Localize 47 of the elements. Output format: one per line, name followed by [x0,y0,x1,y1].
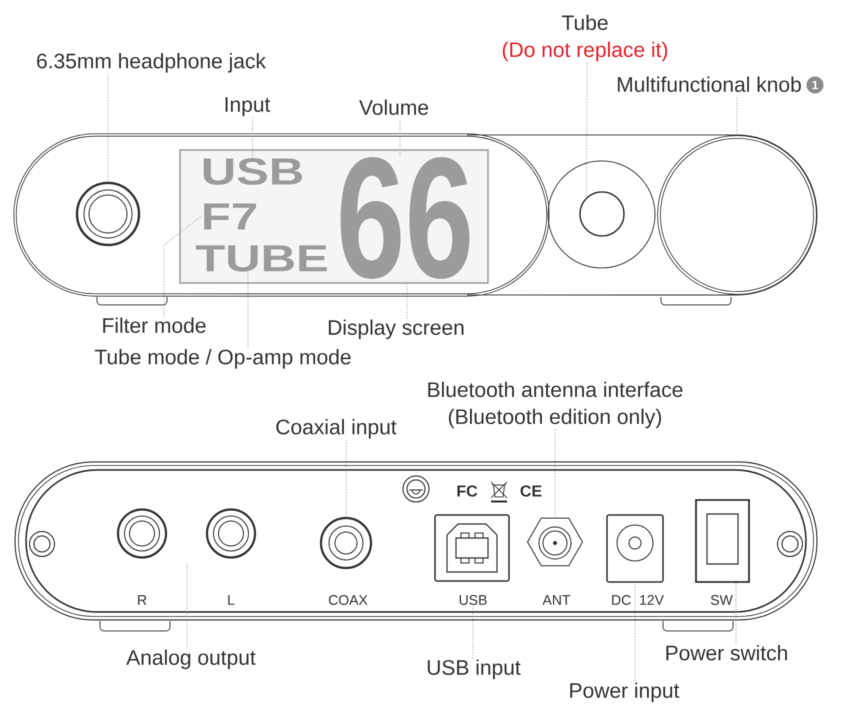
leader-line [736,97,738,137]
port-label: SW [710,595,733,605]
display-text: USB [204,158,302,185]
certification-mark: FC [457,485,478,497]
headphone-jack [76,182,140,246]
callout-text: Power switch [666,645,787,660]
callout-text: Tube mode / Op-amp mode [94,349,351,369]
audio-jack [116,508,168,559]
power-switch [695,499,750,583]
knob [657,135,817,295]
port-label: COAX [328,595,368,605]
callout-number: 1 [806,76,824,94]
callout-text: USB input [428,660,521,680]
port-label: R [138,595,146,605]
callout-text: Bluetooth antenna interface (Bluetooth edition only) [428,382,682,428]
leader-line [186,562,188,649]
port-label: DC 12V [612,595,664,605]
audio-jack [206,508,256,559]
callout-text: Analog output [126,650,256,670]
port-label: L [228,595,234,605]
usb-port [434,514,510,582]
callout-text: Tube (Do not replace it) [502,14,668,62]
leader-line [554,429,556,518]
callout-text: Power input [570,682,680,702]
port-label: USB [460,595,487,605]
callout-text: Input [226,97,270,116]
dc-jack [606,514,664,583]
display-text: TUBE [196,245,327,272]
callout-text: Multifunctional knob [618,76,801,92]
port-label: ANT [542,595,570,605]
leader-line [406,283,408,319]
callout-text: 6.35mm headphone jack [37,53,266,73]
display-screen [179,149,489,284]
callout-text: Volume [359,100,428,115]
leader-line [252,117,253,158]
leader-line [586,62,588,198]
tube [579,191,625,237]
leader-line [472,606,474,659]
leader-line [164,216,202,317]
display-text: F7 [204,204,256,230]
display-digits: 66 [340,157,470,279]
callout-text: Coaxial input [276,419,396,439]
leader-line [634,582,636,682]
callout-text: Filter mode [103,318,206,333]
coaxial-jack [320,516,372,570]
callout-text: Display screen [328,320,464,340]
certification-mark: CE [520,485,542,497]
